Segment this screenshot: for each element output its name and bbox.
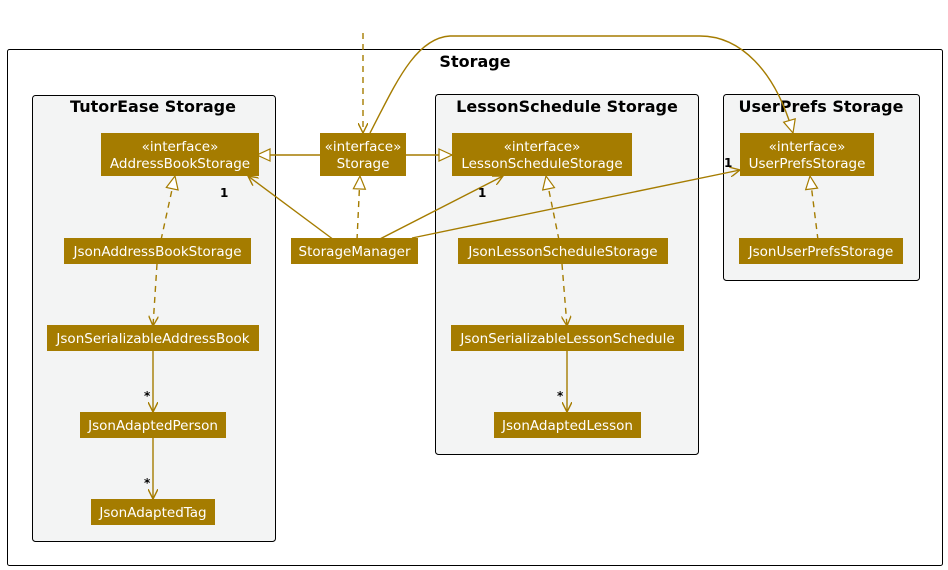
- class-json-adapted-person: JsonAdaptedPerson: [80, 412, 226, 438]
- class-json-serializable-address-book: JsonSerializableAddressBook: [47, 325, 259, 351]
- class-lesson-schedule-storage-stereotype: «interface»: [504, 139, 581, 155]
- class-user-prefs-storage-stereotype: «interface»: [769, 139, 846, 155]
- class-json-adapted-tag: JsonAdaptedTag: [91, 499, 215, 525]
- class-json-adapted-lesson: JsonAdaptedLesson: [494, 412, 641, 438]
- class-address-book-storage-name: AddressBookStorage: [110, 156, 250, 172]
- class-storage-manager-box: [291, 238, 418, 264]
- class-address-book-storage-box: [101, 133, 259, 176]
- class-json-lesson-schedule-storage-name: JsonLessonScheduleStorage: [467, 244, 657, 260]
- multiplicity-user-prefs: 1: [724, 156, 732, 170]
- lessonschedule-package-title: LessonSchedule Storage: [456, 97, 678, 116]
- class-json-serializable-lesson-schedule-name: JsonSerializableLessonSchedule: [459, 331, 674, 347]
- class-json-address-book-storage-name: JsonAddressBookStorage: [72, 244, 241, 260]
- class-json-user-prefs-storage: JsonUserPrefsStorage: [739, 238, 903, 264]
- class-json-adapted-lesson-box: [494, 412, 641, 438]
- edge-storagemanager-userprefsstorage: [411, 170, 740, 239]
- multiplicity-lesson: *: [557, 389, 564, 403]
- class-storage-box: [320, 133, 406, 176]
- class-user-prefs-storage-name: UserPrefsStorage: [749, 156, 866, 172]
- class-lesson-schedule-storage-name: LessonScheduleStorage: [461, 156, 622, 172]
- class-json-adapted-tag-name: JsonAdaptedTag: [98, 505, 206, 521]
- multiplicity-address-book: 1: [220, 186, 228, 200]
- tutorease-package-title: TutorEase Storage: [70, 97, 236, 116]
- class-storage-name: Storage: [337, 156, 390, 172]
- multiplicities: 1 1 1 * * *: [144, 156, 732, 490]
- class-user-prefs-storage: «interface» UserPrefsStorage: [740, 133, 874, 176]
- edge-storagemanager-addressbookstorage: [248, 176, 335, 241]
- userprefs-package-title: UserPrefs Storage: [739, 97, 904, 116]
- class-storage-manager: StorageManager: [291, 238, 418, 264]
- multiplicity-lesson-schedule: 1: [478, 186, 486, 200]
- class-json-adapted-lesson-name: JsonAdaptedLesson: [501, 418, 633, 434]
- class-json-address-book-storage-box: [64, 238, 251, 264]
- class-json-user-prefs-storage-box: [739, 238, 903, 264]
- class-json-lesson-schedule-storage-box: [458, 238, 668, 264]
- storage-frame-title: Storage: [439, 52, 510, 71]
- class-json-serializable-address-book-name: JsonSerializableAddressBook: [55, 331, 249, 347]
- multiplicity-tag: *: [144, 476, 151, 490]
- class-json-lesson-schedule-storage: JsonLessonScheduleStorage: [458, 238, 668, 264]
- class-json-adapted-person-name: JsonAdaptedPerson: [87, 418, 218, 434]
- class-user-prefs-storage-box: [740, 133, 874, 176]
- edge-storage-extends-userprefsstorage: [369, 35, 796, 135]
- class-json-serializable-address-book-box: [47, 325, 259, 351]
- edge-storagemanager-lessonschedulestorage: [377, 176, 503, 241]
- class-json-address-book-storage: JsonAddressBookStorage: [64, 238, 251, 264]
- class-json-adapted-person-box: [80, 412, 226, 438]
- class-lesson-schedule-storage-box: [452, 133, 632, 176]
- class-storage-manager-name: StorageManager: [299, 244, 411, 260]
- class-json-user-prefs-storage-name: JsonUserPrefsStorage: [748, 244, 894, 260]
- class-storage-stereotype: «interface»: [325, 139, 402, 155]
- class-lesson-schedule-storage: «interface» LessonScheduleStorage: [452, 133, 632, 176]
- class-json-serializable-lesson-schedule: JsonSerializableLessonSchedule: [451, 325, 684, 351]
- class-storage: «interface» Storage: [320, 133, 406, 176]
- class-json-serializable-lesson-schedule-box: [451, 325, 684, 351]
- edges: [153, 33, 819, 499]
- class-json-adapted-tag-box: [91, 499, 215, 525]
- class-address-book-storage-stereotype: «interface»: [142, 139, 219, 155]
- class-address-book-storage: «interface» AddressBookStorage: [101, 133, 259, 176]
- multiplicity-person: *: [144, 389, 151, 403]
